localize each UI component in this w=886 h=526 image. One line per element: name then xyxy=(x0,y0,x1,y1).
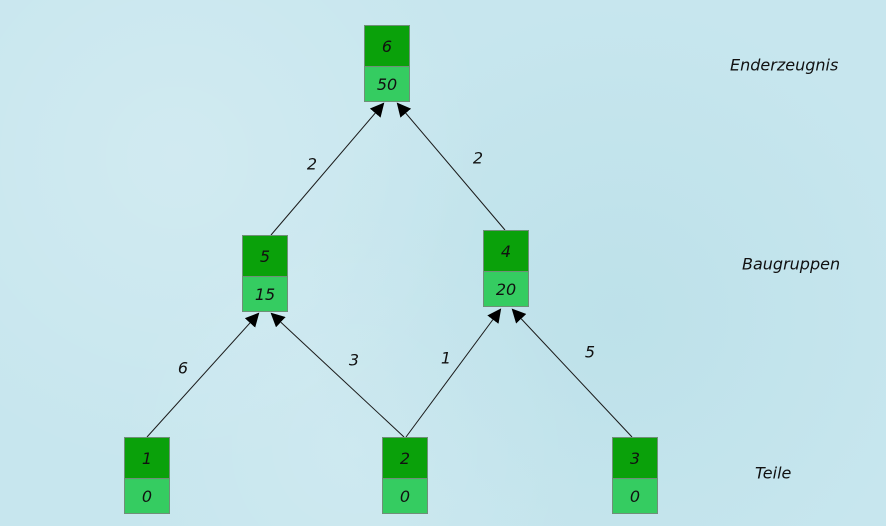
edge-5-6 xyxy=(270,102,385,236)
node-value: 0 xyxy=(613,478,657,513)
edge-4-6 xyxy=(396,102,506,231)
node-value: 0 xyxy=(125,478,169,513)
edge-2-5 xyxy=(270,312,405,438)
node-value: 50 xyxy=(365,66,409,101)
node-id: 1 xyxy=(125,438,169,478)
edge-2-4 xyxy=(405,308,502,438)
node-value: 15 xyxy=(243,276,287,311)
edge-1-5 xyxy=(146,312,260,438)
node-6[interactable]: 6 50 xyxy=(364,25,410,102)
node-id: 4 xyxy=(484,231,528,271)
edge-label-4-6: 2 xyxy=(472,148,484,168)
edge-3-4 xyxy=(511,308,633,438)
edge-label-5-6: 2 xyxy=(306,154,318,174)
node-4[interactable]: 4 20 xyxy=(483,230,529,307)
node-1[interactable]: 1 0 xyxy=(124,437,170,514)
node-3[interactable]: 3 0 xyxy=(612,437,658,514)
level-label-enderzeugnis: Enderzeugnis xyxy=(730,55,839,75)
node-value: 0 xyxy=(383,478,427,513)
node-2[interactable]: 2 0 xyxy=(382,437,428,514)
node-id: 2 xyxy=(383,438,427,478)
node-id: 5 xyxy=(243,236,287,276)
node-id: 6 xyxy=(365,26,409,66)
level-label-teile: Teile xyxy=(755,463,792,483)
node-value: 20 xyxy=(484,271,528,306)
node-id: 3 xyxy=(613,438,657,478)
edge-label-1-5: 6 xyxy=(177,358,189,378)
edge-label-2-5: 3 xyxy=(348,350,360,370)
level-label-baugruppen: Baugruppen xyxy=(742,254,841,274)
edge-label-2-4: 1 xyxy=(440,348,452,368)
node-5[interactable]: 5 15 xyxy=(242,235,288,312)
edge-label-3-4: 5 xyxy=(584,342,596,362)
